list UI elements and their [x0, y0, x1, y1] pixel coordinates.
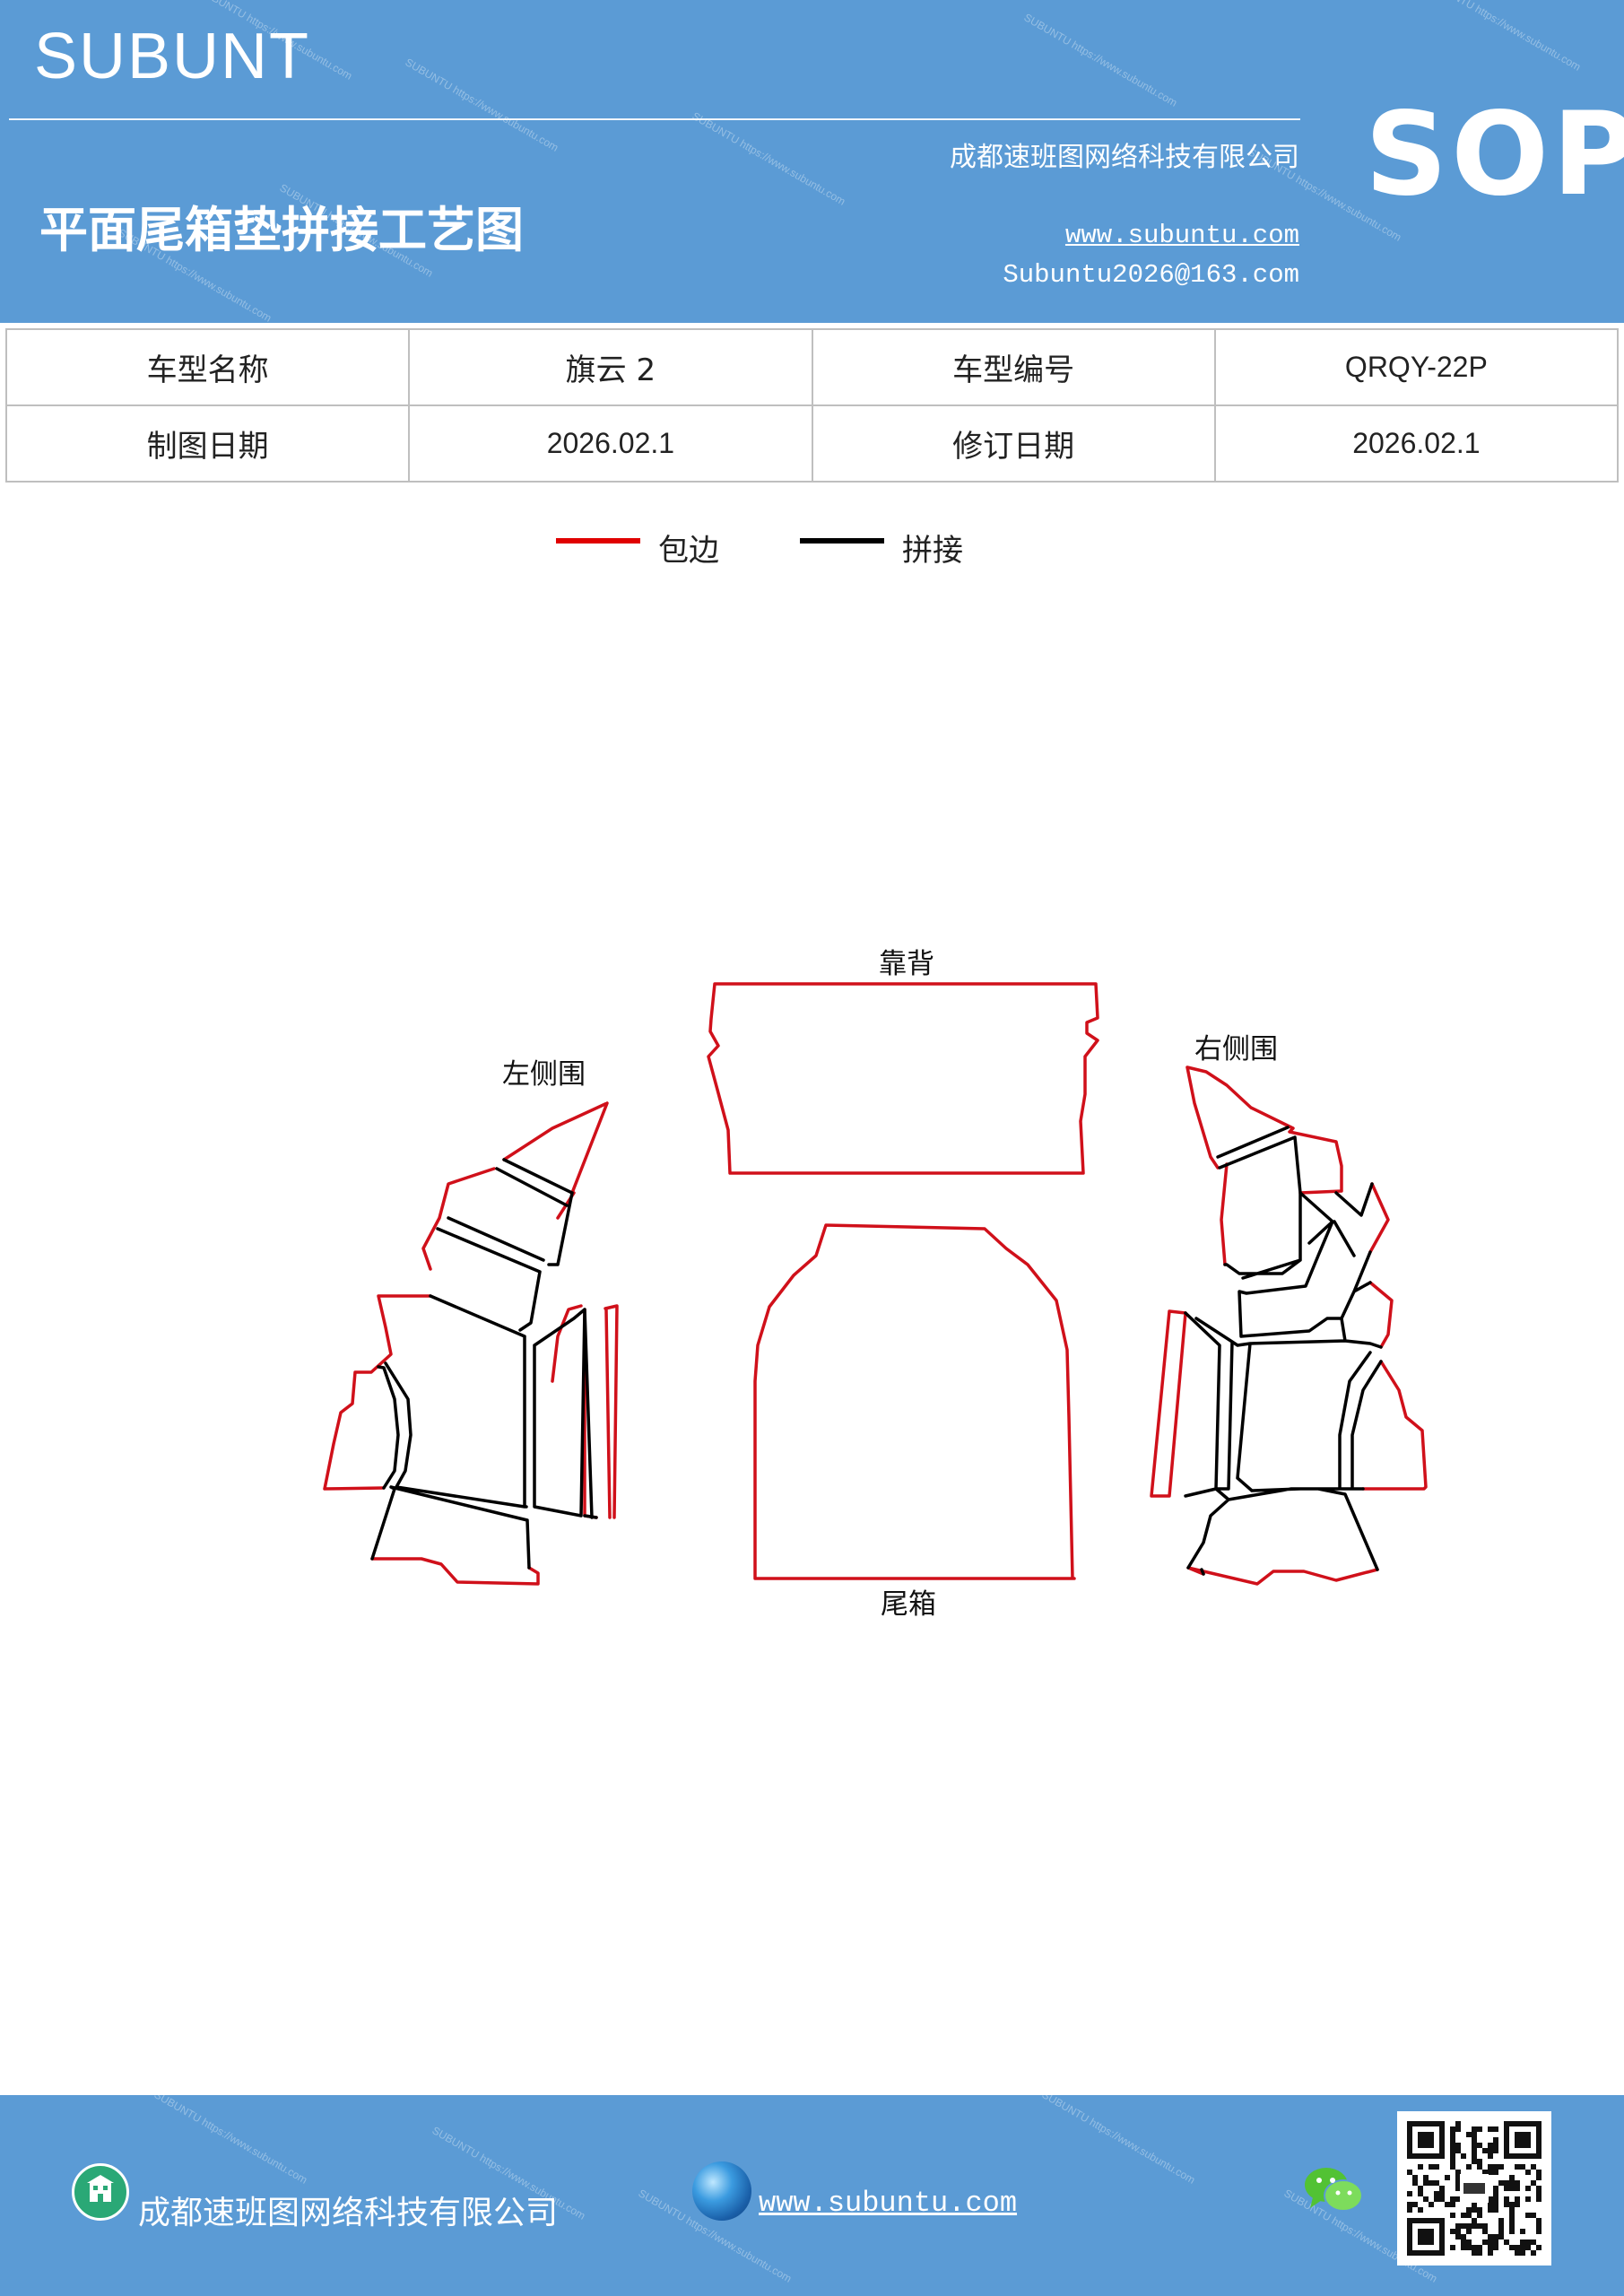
legend-label-seam: 拼接 — [902, 533, 963, 569]
trunk-panel-edge — [753, 1223, 1076, 1580]
header-banner: SUBUNTU https://www.subuntu.com SUBUNTU … — [0, 0, 1624, 323]
globe-icon — [692, 2161, 751, 2221]
label-back: 靠背 — [879, 948, 934, 980]
header-website-link[interactable]: www.subuntu.com — [1064, 221, 1299, 250]
table-cell: QRQY-22P — [1213, 328, 1620, 406]
footer-banner: SUBUNTU https://www.subuntu.com SUBUNTU … — [0, 2095, 1624, 2296]
table-cell: 2026.02.1 — [1213, 404, 1620, 483]
left-panel-edge — [323, 1101, 619, 1586]
label-left-side: 左侧围 — [502, 1058, 586, 1091]
table-row: 制图日期 2026.02.1 修订日期 2026.02.1 — [4, 404, 1620, 483]
header-divider — [9, 118, 1300, 120]
watermark: SUBUNTU https://www.subuntu.com — [1039, 2095, 1198, 2187]
watermark: SUBUNTU https://www.subuntu.com — [152, 2095, 310, 2187]
header-email[interactable]: Subuntu2026@163.com — [1003, 260, 1299, 290]
header-company: 成都速班图网络科技有限公司 — [950, 142, 1299, 173]
table-cell: 制图日期 — [4, 404, 411, 483]
legend-swatch-seam — [800, 538, 884, 544]
vehicle-info-table: 车型名称 旗云 2 车型编号 QRQY-22P 制图日期 2026.02.1 修… — [4, 328, 1620, 483]
left-panel-seams — [370, 1158, 598, 1570]
legend-label-edge: 包边 — [658, 533, 719, 569]
splice-diagram: 靠背 尾箱 左侧围 右侧围 — [323, 948, 1428, 1621]
sop-badge: SOP — [1365, 88, 1624, 222]
table-cell: 2026.02.1 — [408, 404, 813, 483]
page-title: 平面尾箱垫拼接工艺图 — [39, 202, 524, 258]
right-panel-edge — [1150, 1065, 1428, 1586]
label-right-side: 右侧围 — [1194, 1033, 1278, 1065]
table-cell: 车型名称 — [4, 328, 411, 406]
table-row: 车型名称 旗云 2 车型编号 QRQY-22P — [4, 328, 1620, 406]
footer-company: 成都速班图网络科技有限公司 — [138, 2195, 559, 2231]
table-cell: 车型编号 — [811, 328, 1216, 406]
back-panel-edge — [707, 982, 1099, 1175]
table-cell: 修订日期 — [811, 404, 1216, 483]
brand-logo-text: SUBUNT — [34, 21, 311, 92]
right-panel-seams — [1184, 1126, 1383, 1576]
table-cell: 旗云 2 — [408, 328, 813, 406]
label-trunk: 尾箱 — [881, 1588, 936, 1621]
qr-code — [1397, 2111, 1551, 2266]
legend-swatch-edge — [556, 538, 640, 544]
footer-website-link[interactable]: www.subuntu.com — [759, 2187, 1018, 2220]
building-icon — [72, 2163, 129, 2221]
wechat-icon — [1302, 2163, 1367, 2217]
